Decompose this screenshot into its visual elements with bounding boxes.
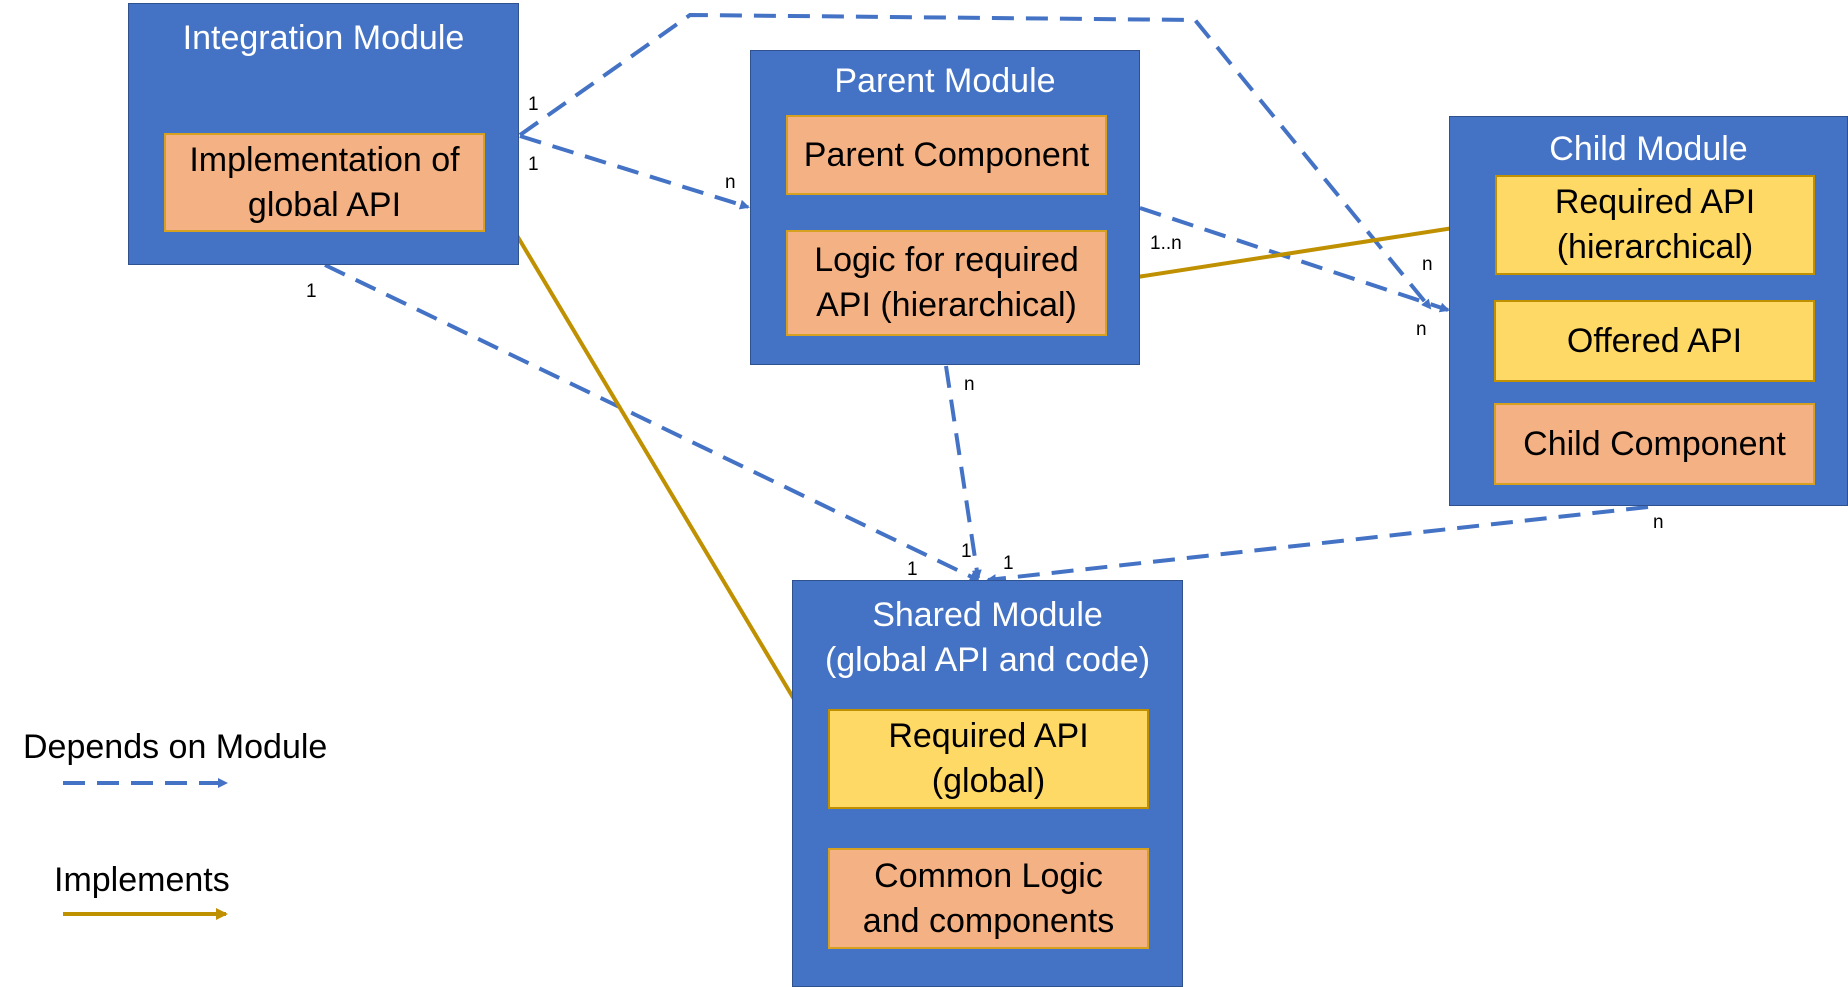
child-module: Child Module Required API (hierarchical)… (1449, 116, 1848, 506)
depends-arrow-parent-to-child (1139, 206, 1450, 313)
depends-arrow-child-to-shared (986, 505, 1649, 585)
depends-arrow-integration-to-parent (519, 134, 750, 210)
multiplicity-label: 1 (306, 281, 317, 302)
offered-api: Offered API (1494, 300, 1815, 382)
hierarchical-required-api: Required API (hierarchical) (1495, 175, 1815, 275)
multiplicity-label: n (725, 172, 736, 193)
child-component: Child Component (1494, 403, 1815, 485)
integration-module: Integration Module Implementation of glo… (128, 3, 519, 265)
shared-module: Shared Module (global API and code) Requ… (792, 580, 1183, 987)
common-logic-components: Common Logic and components (828, 848, 1149, 949)
implements-arrow-hierarchical-api (1104, 217, 1494, 284)
module-title: Child Module (1549, 130, 1748, 168)
global-required-api: Required API (global) (828, 709, 1149, 809)
multiplicity-label: n (964, 374, 975, 395)
multiplicity-label: n (1416, 319, 1427, 340)
parent-module: Parent Module Parent Component Logic for… (750, 50, 1140, 365)
multiplicity-label: n (1422, 254, 1433, 275)
multiplicity-label: 1..n (1150, 233, 1182, 254)
module-title: Shared Module (global API and code) (824, 596, 1151, 679)
multiplicity-label: 1 (1003, 553, 1014, 574)
multiplicity-label: n (1653, 512, 1664, 533)
module-title: Parent Module (834, 62, 1056, 100)
legend-implements-label: Implements (54, 861, 230, 899)
depends-arrow-parent-to-shared (944, 365, 982, 580)
global-api-implementation: Implementation of global API (164, 133, 485, 232)
multiplicity-label: 1 (961, 541, 972, 562)
multiplicity-label: 1 (907, 559, 918, 580)
legend-depends-label: Depends on Module (23, 728, 328, 766)
multiplicity-label: 1 (528, 94, 539, 115)
module-title: Integration Module (182, 19, 465, 57)
parent-component: Parent Component (786, 115, 1107, 195)
hierarchical-api-logic: Logic for required API (hierarchical) (786, 230, 1107, 336)
multiplicity-label: 1 (528, 154, 539, 175)
